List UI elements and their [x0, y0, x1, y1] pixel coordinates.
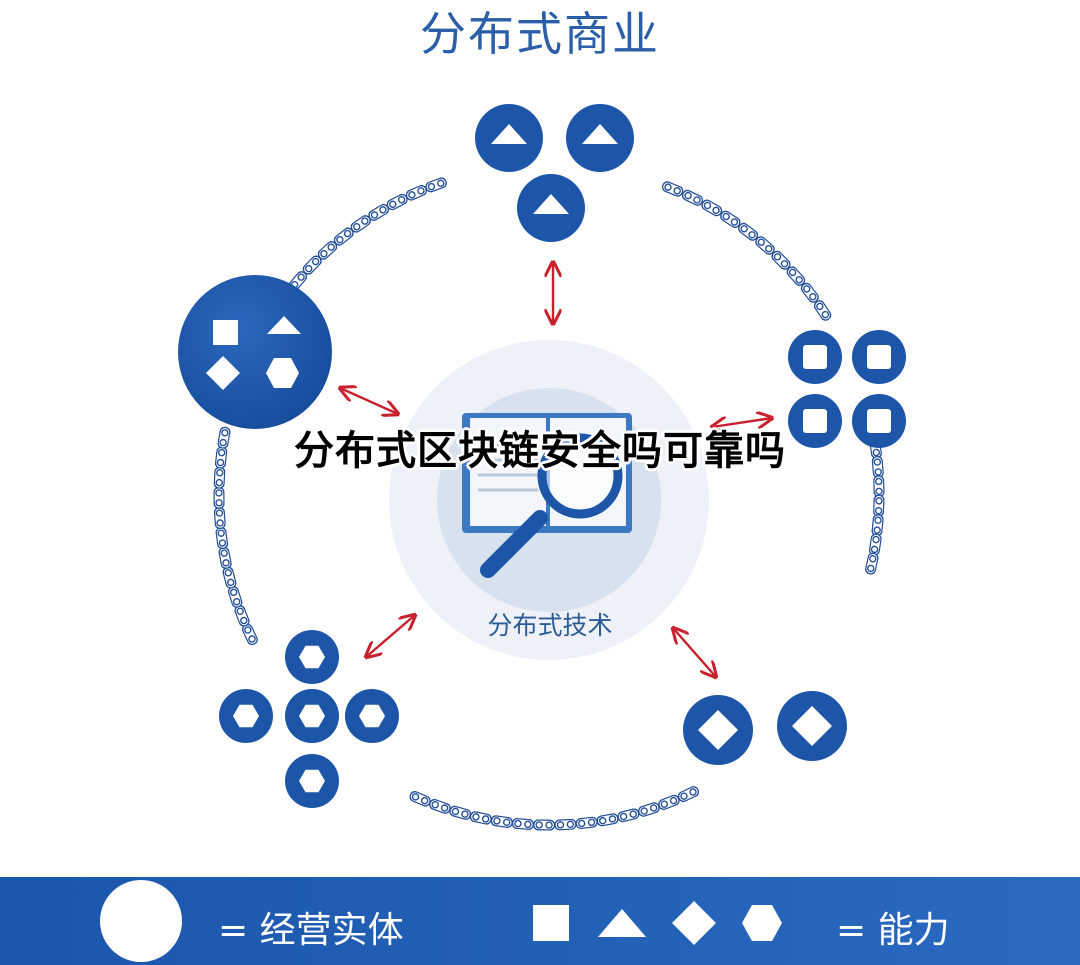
- chain-link: [533, 819, 556, 831]
- square-icon: [867, 345, 891, 369]
- diamond-icon: [206, 356, 240, 390]
- chain-link: [718, 208, 743, 230]
- diamond-icon: [698, 710, 738, 750]
- hexagon-icon: [299, 645, 325, 669]
- legend-capability-label: = 能力: [836, 910, 950, 951]
- legend-bar: = 经营实体 = 能力: [0, 877, 1080, 965]
- chain-link: [872, 494, 885, 517]
- chain-link: [213, 486, 225, 509]
- chain-link: [554, 818, 577, 831]
- chain-link: [811, 298, 834, 323]
- chain-link: [221, 565, 238, 590]
- square-icon: [867, 409, 891, 433]
- chain-link: [217, 546, 233, 570]
- legend-entity-label: = 经营实体: [218, 910, 404, 951]
- chain-link: [214, 526, 229, 550]
- legend-shapes: [533, 901, 782, 945]
- triangle-icon: [533, 194, 569, 214]
- diamond-cluster: [683, 691, 847, 765]
- chain-link: [660, 179, 685, 199]
- connection-arrows: [340, 262, 772, 677]
- magnifier-icon: [480, 433, 623, 578]
- chain-link: [784, 264, 808, 288]
- chain-link: [873, 475, 885, 498]
- chain-link: [226, 584, 244, 610]
- chain-link: [427, 797, 453, 816]
- watermark-headline: 分布式区块链安全吗可靠吗: [294, 428, 786, 474]
- chain-link: [798, 280, 821, 305]
- chain-link: [384, 192, 410, 212]
- center-hub: [389, 340, 709, 660]
- hexagon-icon: [742, 905, 782, 941]
- chain-link: [213, 506, 227, 530]
- hexagon-icon: [266, 358, 299, 388]
- chain-link: [468, 810, 493, 826]
- square-icon: [213, 320, 238, 345]
- arrow-bottom-right: [673, 628, 716, 677]
- chain-link: [736, 220, 761, 243]
- chain-link: [636, 800, 662, 819]
- chain-link: [680, 188, 705, 208]
- chain-link: [595, 812, 620, 828]
- arrow-right: [712, 418, 772, 427]
- hexagon-icon: [233, 704, 259, 728]
- diamond-icon: [672, 901, 716, 945]
- arrow-left: [340, 388, 398, 414]
- chain-link: [423, 175, 449, 194]
- arrow-bottom-left: [366, 615, 415, 657]
- triangle-cluster: [475, 104, 634, 242]
- chain-link: [676, 784, 701, 804]
- chain-link: [699, 197, 725, 219]
- chain-link: [656, 793, 682, 812]
- center-label: 分布式技术: [487, 611, 613, 640]
- chain-link: [871, 513, 885, 537]
- hexagon-icon: [359, 704, 385, 728]
- chain-link: [511, 817, 535, 831]
- mixed-shape-entity: [178, 275, 332, 429]
- hexagon-icon: [299, 704, 325, 728]
- triangle-icon: [582, 124, 618, 144]
- chain-arc-bottom: [407, 784, 701, 831]
- square-icon: [533, 905, 569, 941]
- chain-arc-top-right: [660, 179, 834, 323]
- chain-link: [404, 183, 429, 203]
- hexagon-cluster: [219, 630, 399, 808]
- diagram-title: 分布式商业: [420, 7, 660, 61]
- entity-circle-icon: [100, 880, 182, 962]
- chain-link: [868, 532, 883, 557]
- chain-link: [864, 551, 880, 576]
- chain-link: [448, 804, 473, 822]
- chain-link: [490, 814, 514, 829]
- triangle-icon: [598, 909, 646, 937]
- triangle-icon: [267, 316, 301, 334]
- diamond-icon: [792, 706, 832, 746]
- chain-link: [753, 234, 777, 257]
- square-icon: [803, 345, 827, 369]
- square-cluster: [788, 330, 906, 448]
- hexagon-icon: [299, 769, 325, 793]
- chain-link: [575, 816, 599, 830]
- chain-link: [366, 202, 391, 223]
- square-icon: [803, 409, 827, 433]
- chain-link: [407, 789, 433, 809]
- chain-link: [616, 807, 641, 824]
- triangle-icon: [491, 124, 527, 144]
